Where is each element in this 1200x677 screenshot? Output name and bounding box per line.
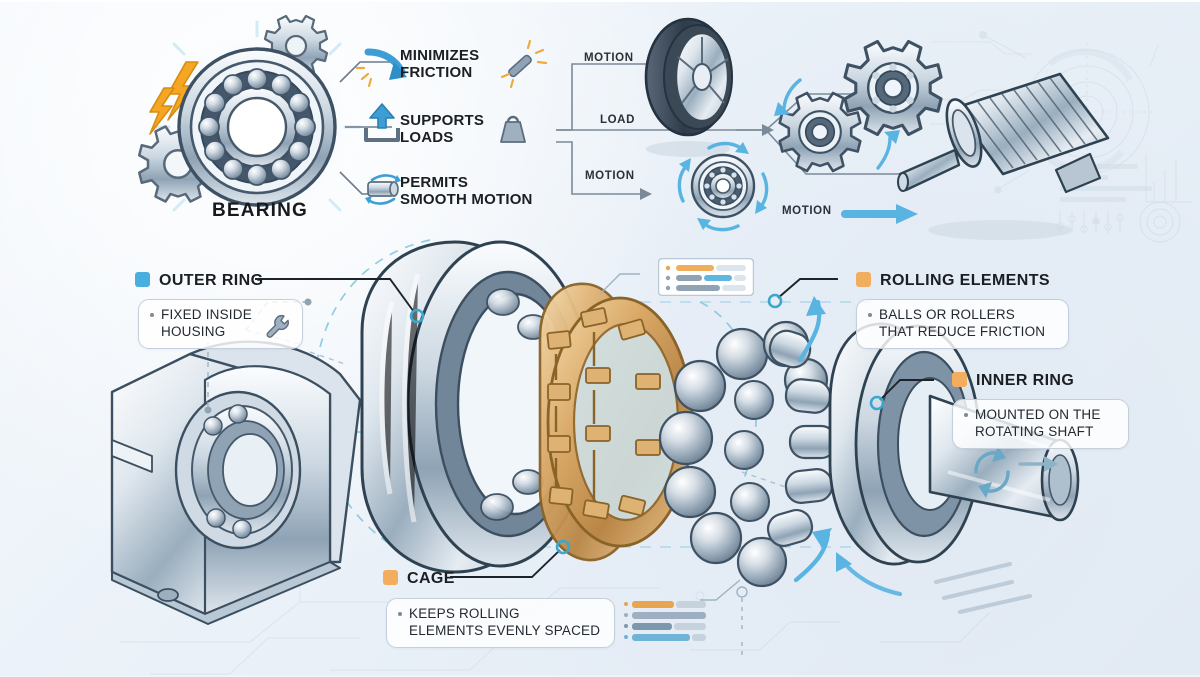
bullet-dot xyxy=(964,413,968,417)
callout-title-text: ROLLING ELEMENTS xyxy=(880,272,1050,289)
callout-box-cage: KEEPS ROLLING ELEMENTS EVENLY SPACED xyxy=(386,598,615,648)
balls-and-rollers-part xyxy=(658,296,838,588)
callout-box-rolling-elements: BALLS OR ROLLERS THAT REDUCE FRICTION xyxy=(856,299,1069,349)
ball-bearing-icon xyxy=(177,47,337,207)
brass-cage-part xyxy=(538,282,694,562)
motion-arrow-icon xyxy=(841,204,918,224)
swatch-rolling-elements xyxy=(856,272,871,287)
weight-icon xyxy=(500,115,526,143)
up-arrow-in-bracket-icon xyxy=(364,103,400,142)
callout-title-rolling-elements: ROLLING ELEMENTS xyxy=(856,272,1050,290)
swatch-inner-ring xyxy=(952,372,967,387)
wrench-icon xyxy=(266,314,289,338)
sparkle-polish-icon xyxy=(500,39,548,89)
bar-cluster xyxy=(624,601,706,641)
callout-title-inner-ring: INNER RING xyxy=(952,372,1074,390)
benefit-label-supports-loads: SUPPORTS LOADS xyxy=(400,112,485,146)
callout-anchor-dots xyxy=(409,293,885,555)
curved-down-arrow-icon xyxy=(355,48,407,88)
callout-title-text: CAGE xyxy=(407,570,455,587)
flow-label-motion-motor: MOTION xyxy=(782,205,832,217)
callout-leaders xyxy=(255,278,934,578)
concentric-circle-icon xyxy=(1139,201,1181,243)
gear-pair-icon xyxy=(774,39,943,173)
flow-label-motion-wheel: MOTION xyxy=(584,52,634,64)
legend-chip-leader xyxy=(599,273,640,295)
callout-title-text: OUTER RING xyxy=(159,272,264,289)
flow-label-motion-bearing: MOTION xyxy=(585,170,635,182)
benefit-label-minimizes-friction: MINIMIZES FRICTION xyxy=(400,47,480,81)
top-section-illustration xyxy=(138,14,1110,240)
electric-motor-icon xyxy=(897,72,1110,240)
callout-title-cage: CAGE xyxy=(383,570,455,588)
callout-box-inner-ring: MOUNTED ON THE ROTATING SHAFT xyxy=(952,399,1129,449)
bar-chart-icon xyxy=(1145,154,1192,203)
callout-detail-inner-ring: MOUNTED ON THE ROTATING SHAFT xyxy=(975,407,1101,439)
bearing-rotation-icon xyxy=(677,141,769,232)
callout-title-text: INNER RING xyxy=(976,372,1075,389)
swatch-outer-ring xyxy=(135,272,150,287)
flow-label-load: LOAD xyxy=(600,114,635,126)
pillow-block-housing-part xyxy=(110,340,362,625)
benefit-label-permits-smooth-motion: PERMITS SMOOTH MOTION xyxy=(400,174,533,208)
swatch-cage xyxy=(383,570,398,585)
legend-chip xyxy=(658,258,754,296)
bar-cluster-leader xyxy=(700,579,748,656)
callout-detail-rolling-elements: BALLS OR ROLLERS THAT REDUCE FRICTION xyxy=(879,307,1046,339)
callout-detail-cage: KEEPS ROLLING ELEMENTS EVENLY SPACED xyxy=(409,606,601,638)
bearing-hub-label: BEARING xyxy=(212,200,309,221)
callout-box-outer-ring: FIXED INSIDE HOUSING xyxy=(138,299,303,349)
bullet-dot xyxy=(150,313,154,317)
flow-connectors xyxy=(556,63,920,195)
callout-detail-outer-ring: FIXED INSIDE HOUSING xyxy=(161,307,252,339)
callout-title-outer-ring: OUTER RING xyxy=(135,272,263,290)
bullet-dot xyxy=(398,612,402,616)
bullet-dot xyxy=(868,313,872,317)
roller-rotation-icon xyxy=(365,174,401,205)
speed-lines-icon xyxy=(934,562,1032,614)
inner-ring-shaft-part xyxy=(828,322,1080,614)
car-wheel-icon xyxy=(644,17,733,157)
